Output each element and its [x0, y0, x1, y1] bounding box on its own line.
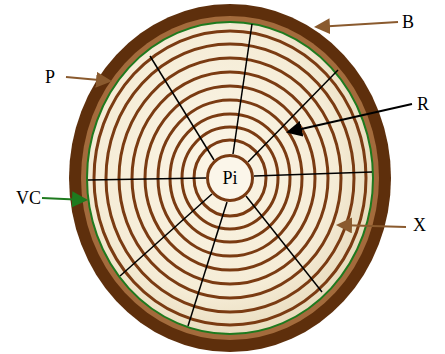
part-label: P	[45, 68, 55, 86]
vascular-cambium	[87, 22, 373, 334]
part-label: X	[413, 216, 426, 234]
bark	[69, 4, 391, 352]
medullary-rays	[88, 24, 372, 326]
phloem	[81, 16, 379, 340]
leader-lines	[42, 22, 412, 227]
node-text: Pi	[222, 169, 237, 187]
part-label: R	[417, 95, 429, 113]
pith-circle: Pi	[206, 154, 254, 202]
part-label: VC	[16, 189, 41, 207]
part-label: B	[402, 13, 414, 31]
annual-rings	[94, 31, 366, 325]
